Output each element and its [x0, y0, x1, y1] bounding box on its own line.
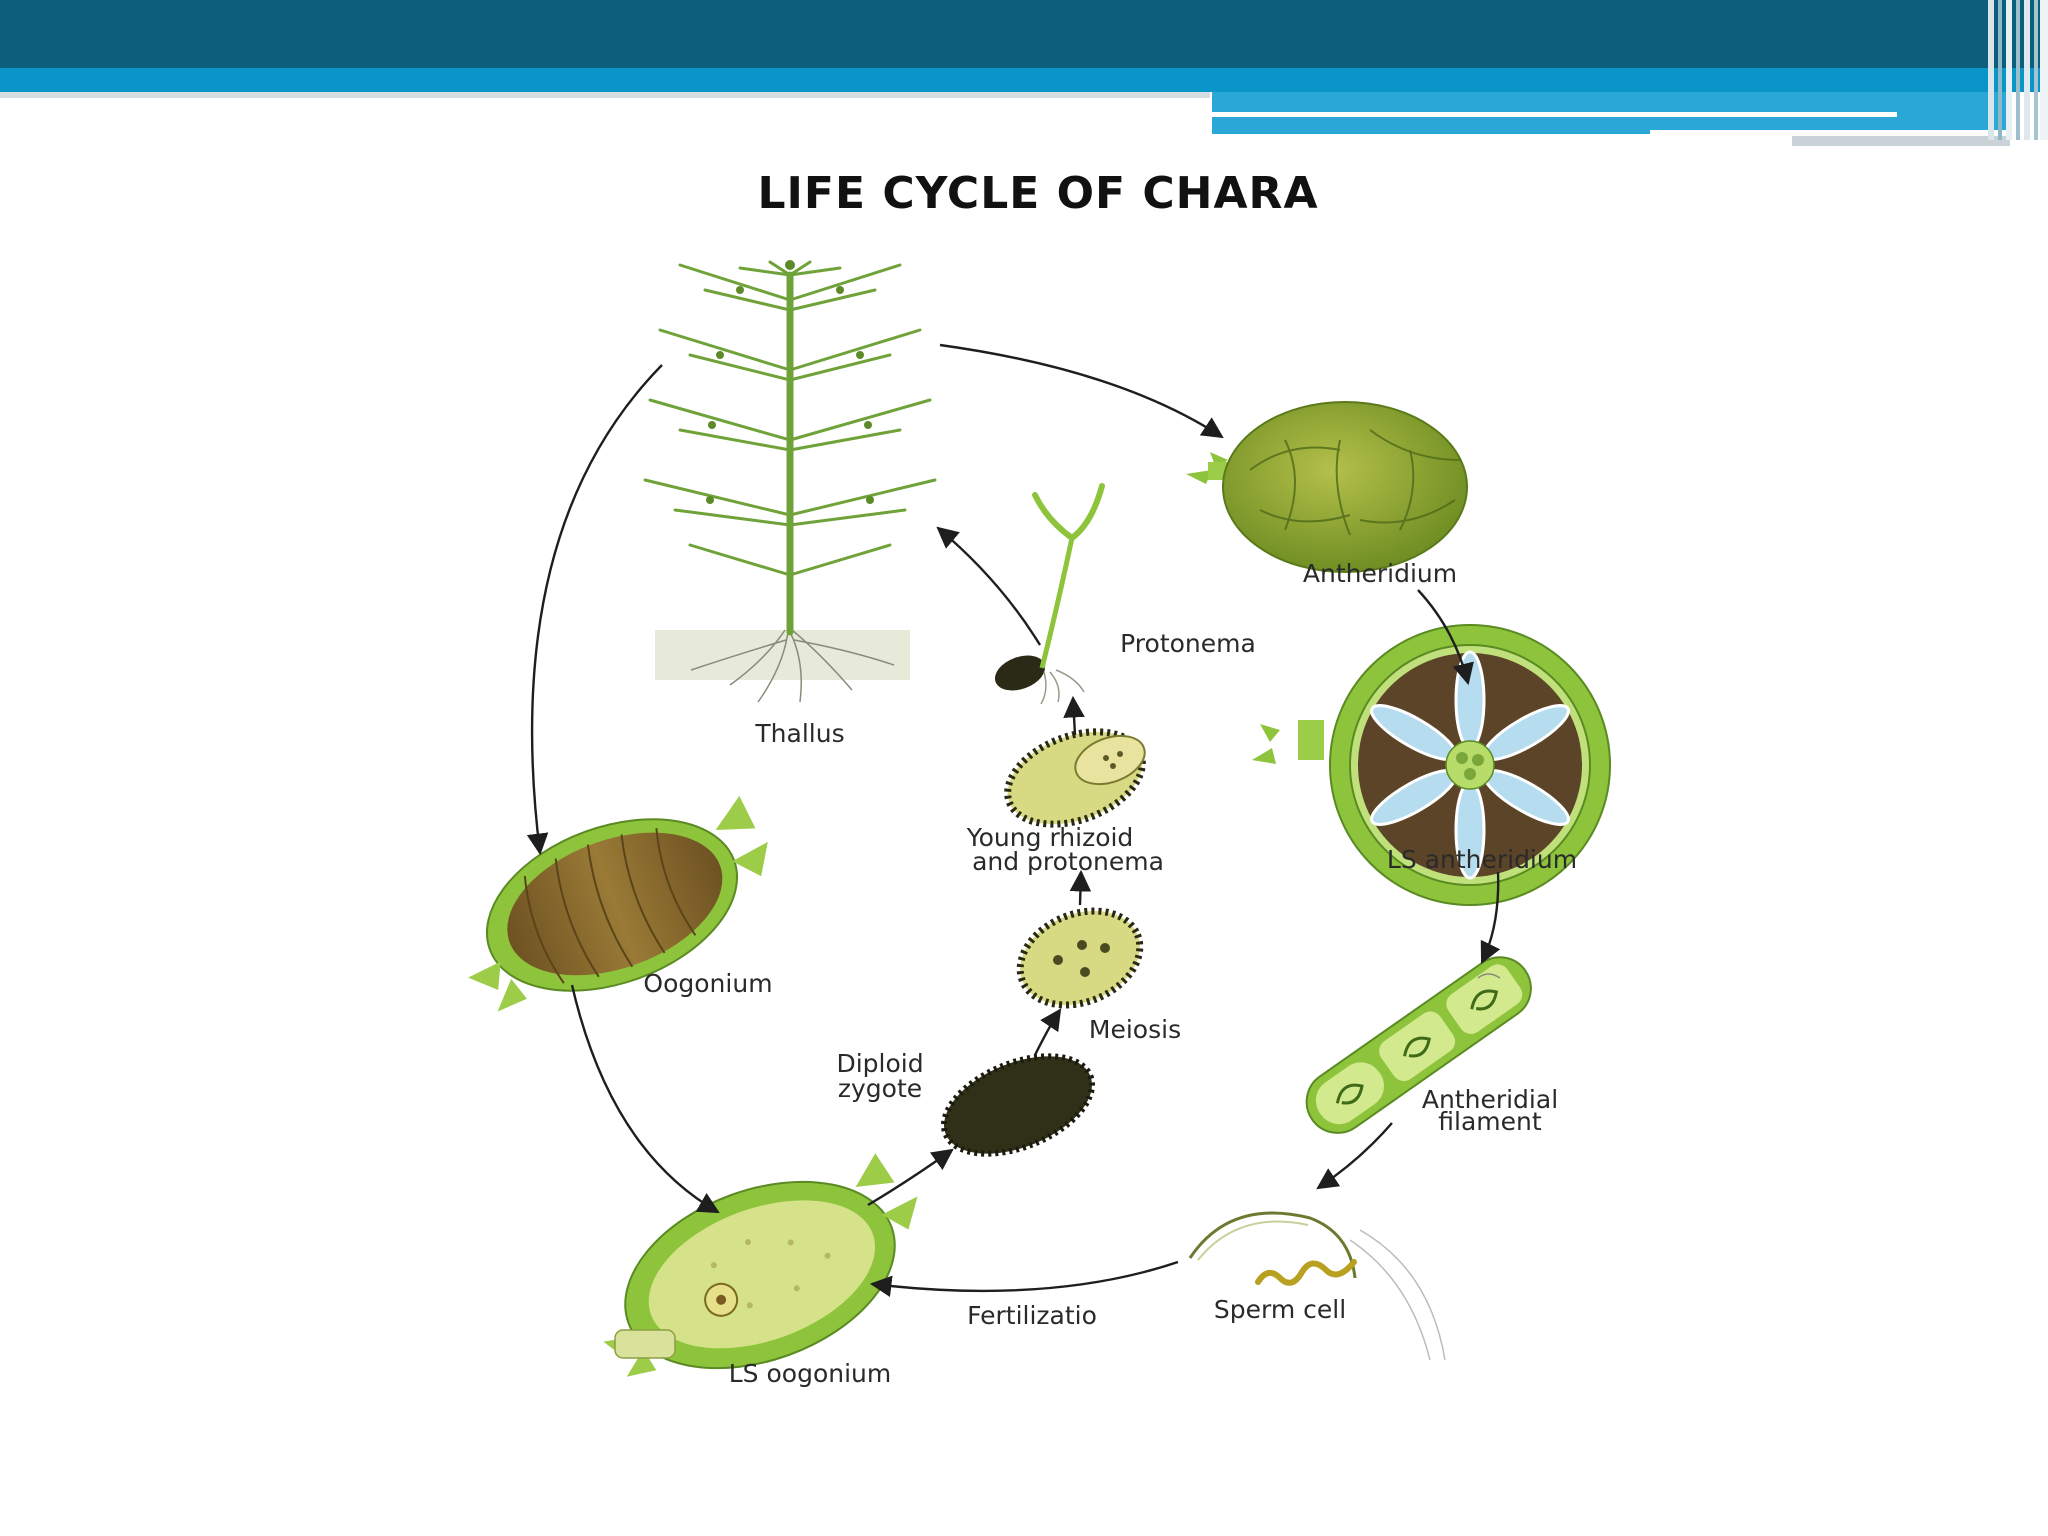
thallus-illustration	[643, 260, 937, 703]
arrow-ls-antheridium-to-filament	[1480, 871, 1501, 964]
arrow-oogonium-to-ls-oogonium	[570, 984, 720, 1214]
header-right-stripes	[1988, 0, 2048, 140]
arrow-ls-oogonium-to-zygote	[867, 1148, 954, 1207]
header-dark-bar	[0, 0, 2048, 68]
label-fertilization: Fertilizatio	[967, 1301, 1097, 1330]
label-diploid-zygote-1: Diploid	[836, 1049, 923, 1078]
diagram-title: LIFE CYCLE OF CHARA	[757, 168, 1318, 219]
antheridial-filament-illustration	[1305, 956, 1532, 1134]
young-rhizoid-illustration	[1004, 728, 1146, 828]
arrow-protonema-to-thallus	[936, 526, 1042, 646]
label-antheridial-filament-2: filament	[1438, 1107, 1542, 1136]
label-ls-antheridium: LS antheridium	[1387, 845, 1577, 874]
header-shadow	[0, 92, 1210, 98]
label-protonema: Protonema	[1120, 629, 1256, 658]
ls-oogonium-illustration	[603, 1153, 918, 1377]
label-antheridium: Antheridium	[1303, 559, 1457, 588]
header-accent-shadow	[1792, 136, 2010, 146]
label-diploid-zygote-2: zygote	[838, 1074, 922, 1103]
label-oogonium: Oogonium	[643, 969, 772, 998]
label-antheridial-filament-1: Antheridial	[1422, 1085, 1558, 1114]
header-accent-line-2	[1650, 130, 2010, 136]
antheridium-illustration	[1186, 401, 1468, 573]
arrow-thallus-to-oogonium	[526, 364, 663, 856]
arrow-zygote-to-meiosis	[1033, 1008, 1062, 1056]
label-thallus: Thallus	[754, 719, 844, 748]
arrow-thallus-to-antheridium	[939, 343, 1224, 439]
arrow-meiosis-to-rhizoid	[1069, 869, 1092, 906]
label-young-rhizoid-2: and protonema	[972, 847, 1164, 876]
oogonium-illustration	[468, 795, 768, 1012]
label-ls-oogonium: LS oogonium	[729, 1359, 892, 1388]
header-light-bar	[0, 68, 2048, 92]
meiosis-spore-illustration	[1016, 907, 1144, 1009]
ls-antheridium-illustration	[1252, 624, 1611, 906]
diploid-zygote-illustration	[940, 1053, 1096, 1157]
sperm-cell-illustration	[1188, 1211, 1446, 1361]
header-accent-line-1	[1212, 112, 1897, 117]
protonema-illustration	[994, 483, 1105, 705]
label-meiosis: Meiosis	[1089, 1015, 1181, 1044]
slide-header-bars	[0, 0, 2048, 146]
cycle-arrows	[526, 343, 1501, 1298]
arrow-rhizoid-to-protonema	[1063, 695, 1085, 736]
arrow-antheridium-to-ls-antheridium	[1417, 589, 1474, 686]
label-young-rhizoid-1: Young rhizoid	[966, 823, 1134, 852]
arrow-sperm-to-ls-oogonium	[869, 1260, 1179, 1298]
arrow-filament-to-sperm	[1316, 1122, 1393, 1190]
label-sperm-cell: Sperm cell	[1214, 1295, 1346, 1324]
